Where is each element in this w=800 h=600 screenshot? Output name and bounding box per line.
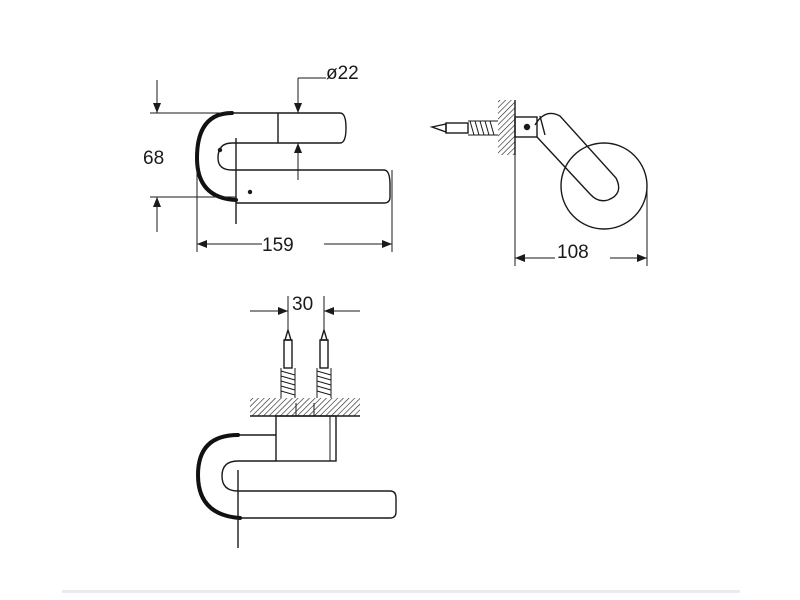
- side-view: [194, 111, 391, 224]
- lower-grip: [232, 169, 391, 204]
- dimension-108: 108: [515, 242, 647, 263]
- arrow-head: [294, 143, 302, 153]
- bottom-divider: [62, 590, 740, 593]
- arrow-head: [153, 197, 161, 207]
- screw-thread: [468, 120, 498, 136]
- dimension-68: 68: [143, 80, 236, 232]
- dimension-projection-label: 108: [557, 242, 589, 263]
- arrow-head: [324, 307, 334, 315]
- dimension-length-label: 159: [262, 235, 294, 256]
- arrow-head: [278, 307, 288, 315]
- rosette-disc: [560, 142, 648, 230]
- wall-hatch: [498, 100, 515, 155]
- mount-plate: [275, 415, 337, 462]
- dimension-diameter: ø22: [294, 63, 359, 180]
- plan-view: 30: [195, 294, 397, 548]
- screw-shank: [445, 122, 469, 134]
- screw-tip: [429, 123, 447, 133]
- arrow-head: [382, 240, 392, 248]
- wall-hatch: [250, 398, 360, 416]
- inner-bend: [221, 460, 239, 492]
- mount-pin: [523, 123, 531, 131]
- mount-block: [514, 116, 538, 138]
- arrow-head: [637, 254, 647, 262]
- arm-joint: [539, 115, 546, 136]
- dimension-159: 159: [196, 160, 393, 256]
- dimension-height-label: 68: [143, 148, 164, 169]
- angled-arm: [534, 112, 620, 202]
- end-view: [429, 100, 648, 266]
- left-screw: [280, 327, 296, 398]
- arrow-head: [153, 103, 161, 113]
- arrow-head: [515, 254, 525, 262]
- arrow-head: [197, 240, 207, 248]
- dimension-spacing-label: 30: [292, 294, 313, 315]
- detail-dot: [217, 147, 223, 153]
- outer-bend: [194, 111, 238, 202]
- lower-grip: [238, 490, 397, 519]
- outer-bend: [195, 433, 242, 520]
- arrow-head: [294, 103, 302, 113]
- dimension-diameter-label: ø22: [326, 63, 359, 84]
- inner-bend: [217, 142, 233, 171]
- right-screw: [316, 327, 332, 398]
- upper-grip: [232, 112, 347, 144]
- detail-dot: [247, 189, 253, 195]
